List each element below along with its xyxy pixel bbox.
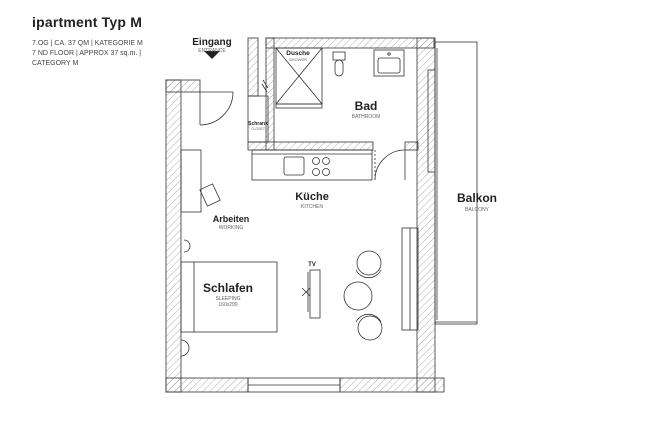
room-labels: Eingang ENTRANCE Dusche SHOWER Schrank C…	[192, 37, 497, 308]
closet	[247, 95, 269, 143]
page-title: ipartment Typ M	[32, 14, 143, 30]
shower-sublabel: SHOWER	[289, 57, 307, 62]
sleeping-sublabel: SLEEPING	[215, 296, 240, 302]
bathroom-door	[374, 149, 406, 181]
wall-left	[165, 79, 182, 393]
info-line-2: 7 ND FLOOR | APPROX 37 sq.m. |	[32, 50, 142, 57]
table-icon	[343, 281, 373, 311]
wall-kitchen-top	[247, 141, 374, 151]
balcony-sublabel: BALCONY	[465, 207, 490, 213]
working-sublabel: WORKING	[219, 225, 244, 231]
sleeping-door-arc	[180, 339, 190, 357]
wall-bottom-left	[165, 377, 249, 393]
bathroom-sublabel: BATHROOM	[352, 114, 381, 120]
bathroom-label: Bad	[355, 99, 378, 113]
kitchen-sublabel: KITCHEN	[301, 204, 323, 210]
closet-sublabel: CLOSET	[251, 127, 266, 131]
dining-set	[343, 250, 383, 341]
info-block: 7.OG | CA. 37 QM | KATEGORIE M 7 ND FLOO…	[32, 39, 143, 69]
bed	[180, 261, 278, 333]
wall-breaks	[261, 79, 269, 93]
chair-top-icon	[356, 250, 382, 276]
wall-bath-door-right	[404, 141, 419, 151]
entrance-arrow-icon	[204, 51, 220, 59]
closet-label: Schrank	[248, 121, 268, 127]
wall-top-bath	[265, 37, 435, 49]
shower	[275, 47, 323, 109]
entrance-label: Eingang	[192, 37, 231, 48]
balcony-label: Balkon	[457, 191, 497, 205]
info-line-1: 7.OG | CA. 37 QM | KATEGORIE M	[32, 40, 143, 47]
tv-unit	[301, 269, 321, 319]
shower-label: Dusche	[286, 50, 310, 57]
walls	[165, 37, 445, 393]
toilet-icon	[332, 51, 346, 77]
windows	[247, 69, 436, 393]
chair-bottom-icon	[357, 315, 383, 341]
wall-entrance-right	[247, 37, 259, 97]
sleeping-label: Schlafen	[203, 281, 253, 295]
wall-right	[416, 37, 436, 393]
entrance-sublabel: ENTRANCE	[198, 48, 226, 54]
kitchen-label: Küche	[295, 191, 329, 203]
kitchen-counter	[251, 149, 373, 181]
bed-size-label: 160x200	[218, 302, 237, 308]
working-label: Arbeiten	[213, 214, 250, 224]
desk	[180, 149, 221, 253]
entrance-door	[199, 91, 234, 126]
header: ipartment Typ M 7.OG | CA. 37 QM | KATEG…	[32, 14, 143, 69]
tv-label: TV	[308, 262, 316, 268]
balcony	[434, 41, 478, 325]
wall-bath-left	[265, 37, 275, 151]
wall-top-left	[165, 79, 201, 93]
washbasin-icon	[373, 49, 405, 77]
info-line-3: CATEGORY M	[32, 60, 79, 67]
